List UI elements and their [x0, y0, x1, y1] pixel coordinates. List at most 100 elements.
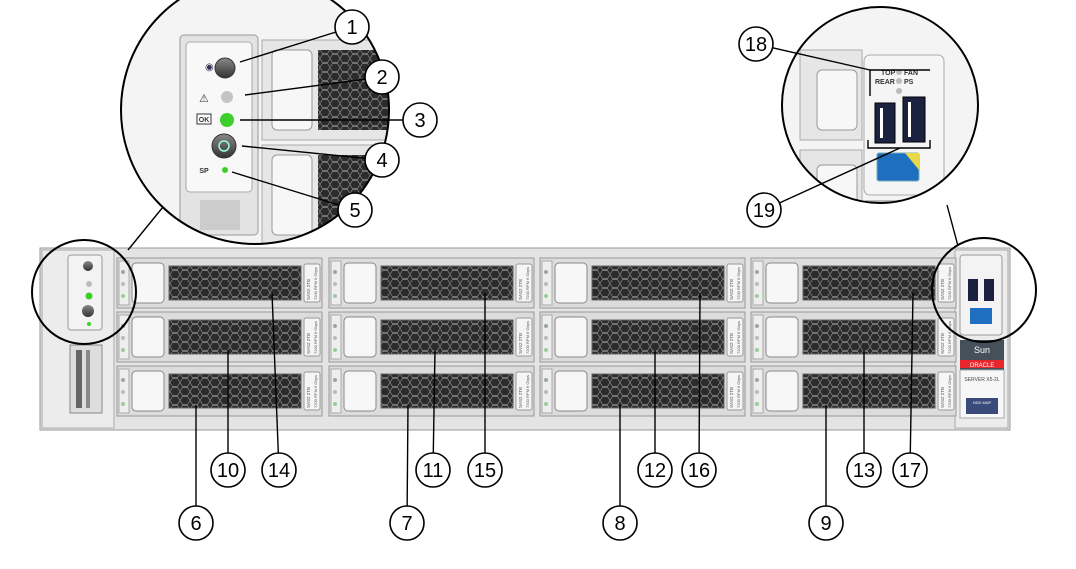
callout-18: 18 [738, 26, 774, 62]
callout-15: 15 [467, 452, 503, 488]
right-ear-controls: Sun ORACLE SERVER X5-2L HDD MAP [959, 254, 1005, 419]
drive-grille [380, 319, 514, 355]
drive-speed-label: 7200 RPM 6 Gbps [313, 375, 318, 408]
brand-text: Sun [974, 345, 990, 355]
drive-speed-label: 7200 RPM 6 Gbps [525, 267, 530, 300]
callout-12: 12 [637, 452, 673, 488]
drive-type-label: SAS2 2TB [306, 387, 311, 408]
drive-grille [168, 373, 302, 409]
drive-speed-label: 7200 RPM 6 Gbps [525, 375, 530, 408]
vendor-text: ORACLE [970, 363, 995, 369]
sp-label: SP [199, 168, 209, 175]
drive-type-label: SAS2 2TB [940, 279, 945, 300]
drive-type-label: SAS2 2TB [729, 387, 734, 408]
drive-speed-label: 7200 RPM 6 Gbps [947, 267, 952, 300]
callout-leader [432, 349, 436, 471]
power-button[interactable] [211, 133, 237, 159]
drive-release-button[interactable] [343, 262, 377, 304]
callout-number: 1 [346, 17, 357, 39]
drive-release-button[interactable] [131, 370, 165, 412]
drive-speed-label: 7200 RPM 6 Gbps [525, 321, 530, 354]
drive-type-label: SAS2 2TB [518, 387, 523, 408]
drive-release-button[interactable] [554, 370, 588, 412]
hdd-map [966, 398, 998, 414]
ps-label: PS [904, 79, 914, 86]
callout-leader [241, 145, 383, 161]
callout-number: 7 [401, 513, 412, 535]
drive-type-label: SAS2 2TB [729, 279, 734, 300]
callout-10: 10 [210, 452, 246, 488]
drive-speed-label: 7200 RPM 6 Gbps [736, 321, 741, 354]
callout-19: 19 [746, 192, 782, 228]
fault-led [221, 91, 233, 103]
drive-grille [802, 265, 936, 301]
callout-number: 11 [423, 460, 444, 482]
drive-speed-label: 7200 RPM 6 Gbps [947, 375, 952, 408]
callout-1: 1 [334, 9, 370, 45]
callout-number: 5 [349, 200, 360, 222]
callout-number: 12 [644, 460, 666, 482]
callout-leader [909, 292, 914, 471]
drive-speed-label: 7200 RPM 6 Gbps [947, 321, 952, 354]
model-text: SERVER X5-2L [964, 377, 999, 383]
locator-button[interactable] [214, 57, 236, 79]
ok-label: OK [199, 117, 210, 124]
callout-number: 10 [217, 460, 239, 482]
drive-release-button[interactable] [765, 316, 799, 358]
callout-13: 13 [846, 452, 882, 488]
callout-leader [698, 292, 701, 471]
drive-release-button[interactable] [765, 370, 799, 412]
drive-release-button[interactable] [343, 316, 377, 358]
temp-led [896, 88, 902, 94]
drive-grille [591, 265, 725, 301]
callout-number: 6 [190, 513, 201, 535]
drive-grille [802, 319, 936, 355]
drive-grille [591, 319, 725, 355]
drive-grille [380, 265, 514, 301]
drive-type-label: SAS2 2TB [729, 333, 734, 354]
callout-17: 17 [892, 452, 928, 488]
drive-release-button[interactable] [554, 262, 588, 304]
drive-release-button[interactable] [343, 370, 377, 412]
ok-led [220, 113, 234, 127]
usb-port[interactable] [874, 102, 896, 144]
callout-9: 9 [808, 505, 844, 541]
drive-type-label: SAS2 2TB [518, 279, 523, 300]
callout-number: 19 [753, 200, 775, 222]
magnify-ring-left-small [31, 239, 137, 345]
callout-7: 7 [389, 505, 425, 541]
warning-icon: ⚠ [199, 93, 209, 105]
callout-2: 2 [364, 59, 400, 95]
drive-type-label: SAS2 2TB [940, 387, 945, 408]
drive-release-button[interactable] [765, 262, 799, 304]
callout-8: 8 [602, 505, 638, 541]
callout-number: 16 [688, 460, 710, 482]
mini-front-panel [67, 254, 103, 331]
drive-type-label: SAS2 2TB [518, 333, 523, 354]
fan-label: FAN [904, 70, 918, 77]
callout-number: 14 [268, 460, 290, 482]
drive-grille [591, 373, 725, 409]
drive-release-button[interactable] [131, 316, 165, 358]
usb-port[interactable] [902, 96, 926, 143]
callout-number: 2 [376, 67, 387, 89]
callout-number: 15 [474, 460, 496, 482]
drive-release-button[interactable] [554, 316, 588, 358]
hdd-map-text: HDD MAP [973, 400, 992, 405]
callout-leader [244, 76, 383, 96]
drive-release-button[interactable] [131, 262, 165, 304]
